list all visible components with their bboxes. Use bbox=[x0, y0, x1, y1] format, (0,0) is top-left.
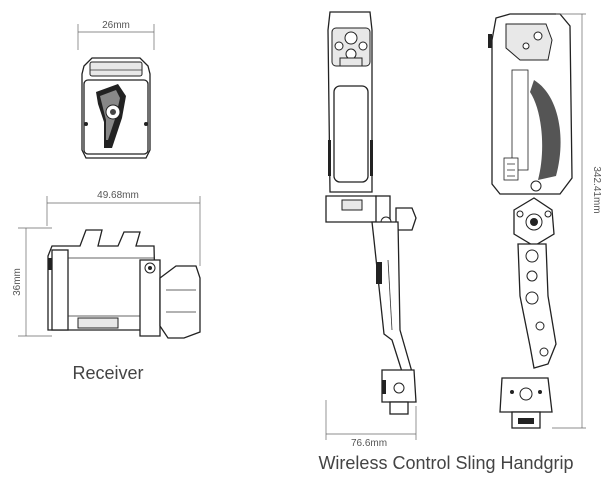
handgrip-side-view bbox=[488, 13, 573, 429]
dim-label-36mm: 36mm bbox=[12, 268, 23, 296]
dimension-handgrip-width: 76.6mm bbox=[325, 400, 417, 449]
dim-label-26mm: 26mm bbox=[102, 20, 130, 31]
dim-label-342-41mm: 342.41mm bbox=[591, 166, 602, 213]
caption-handgrip: Wireless Control Sling Handgrip bbox=[318, 453, 573, 473]
dim-label-49-68mm: 49.68mm bbox=[97, 190, 139, 201]
dimension-receiver-side-width: 49.68mm bbox=[46, 190, 201, 266]
handgrip-front-view bbox=[325, 11, 417, 415]
dim-label-76-6mm: 76.6mm bbox=[351, 438, 387, 449]
receiver-side-view: 49.68mm 36mm bbox=[12, 190, 201, 339]
dimension-receiver-height: 36mm bbox=[12, 227, 52, 337]
dimension-handgrip-height: 342.41mm bbox=[552, 13, 602, 429]
receiver-top-view: 26mm bbox=[77, 20, 155, 159]
dimension-receiver-top-width: 26mm bbox=[77, 20, 155, 50]
caption-receiver: Receiver bbox=[72, 363, 143, 383]
